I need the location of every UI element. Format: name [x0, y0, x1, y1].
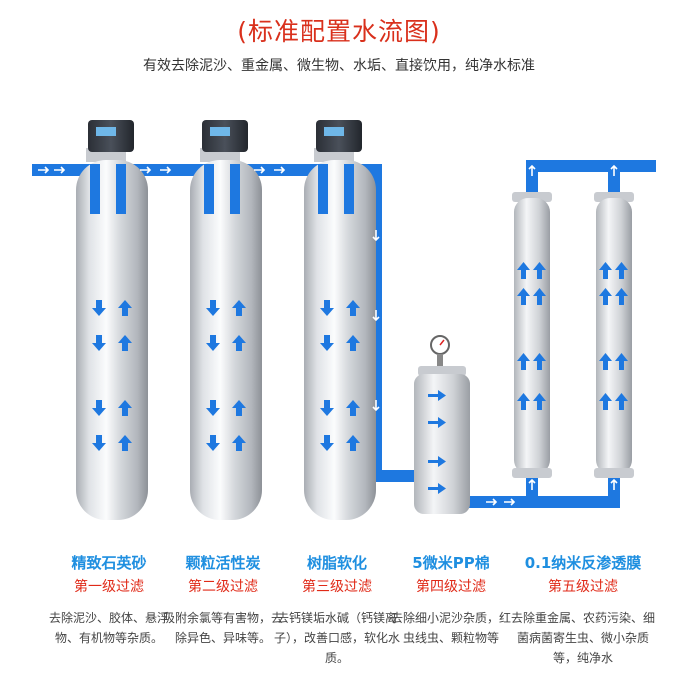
up-arrow-icon	[533, 262, 546, 279]
stage-name: 颗粒活性炭	[185, 554, 261, 572]
down-arrow-icon	[320, 300, 334, 316]
stage-level: 第四级过滤	[416, 579, 486, 595]
tank-2	[190, 120, 262, 520]
ro-membrane-1	[512, 192, 552, 478]
stage-level: 第五级过滤	[548, 579, 618, 595]
tank-1	[76, 120, 148, 520]
down-arrow-icon	[92, 335, 106, 351]
tank-3	[304, 120, 376, 520]
page-subtitle: 有效去除泥沙、重金属、微生物、水垢、直接饮用，纯净水标准	[143, 58, 535, 74]
down-arrow-icon	[206, 335, 220, 351]
down-arrow-icon	[320, 400, 334, 416]
up-arrow-icon	[615, 262, 628, 279]
up-arrow-icon	[517, 262, 530, 279]
stage-description: 吸附余氯等有害物，去除异色、异味等。	[162, 611, 283, 645]
up-arrow-icon	[517, 353, 530, 370]
stage-2: 颗粒活性炭 第二级过滤 吸附余氯等有害物，去除异色、异味等。	[158, 552, 288, 648]
stage-name: 精致石英砂	[71, 554, 147, 572]
right-arrow-icon	[428, 483, 446, 494]
up-arrow-icon	[346, 435, 360, 451]
up-arrow-icon	[599, 353, 612, 370]
up-arrow-icon	[599, 288, 612, 305]
stage-5: 0.1纳米反渗透膜 第五级过滤 去除重金属、农药污染、细菌病菌寄生虫、微小杂质等…	[508, 552, 658, 668]
stage-level: 第二级过滤	[188, 579, 258, 595]
stage-description: 去除泥沙、胶体、悬浮物、有机物等杂质。	[48, 611, 169, 645]
up-arrow-icon	[232, 335, 246, 351]
stage-description: 去钙镁垢水碱（钙镁离子），改善口感，软化水质。	[273, 611, 400, 665]
up-arrow-icon	[533, 393, 546, 410]
down-arrow-icon	[92, 400, 106, 416]
down-arrow-icon	[206, 300, 220, 316]
stage-3: 树脂软化 第三级过滤 去钙镁垢水碱（钙镁离子），改善口感，软化水质。	[272, 552, 402, 668]
up-arrow-icon	[533, 288, 546, 305]
up-arrow-icon	[517, 393, 530, 410]
up-arrow-icon	[517, 288, 530, 305]
flow-arrows	[92, 262, 628, 494]
up-arrow-icon	[615, 393, 628, 410]
up-arrow-icon	[346, 300, 360, 316]
up-arrow-icon	[599, 262, 612, 279]
right-arrow-icon	[428, 417, 446, 428]
down-arrow-icon	[92, 300, 106, 316]
stage-4: 5微米PP棉 第四级过滤 去除细小泥沙杂质，红虫线虫、颗粒物等	[386, 552, 516, 648]
ro-membrane-2	[594, 192, 634, 478]
up-arrow-icon	[118, 335, 132, 351]
up-arrow-icon	[232, 435, 246, 451]
up-arrow-icon	[118, 300, 132, 316]
up-arrow-icon	[232, 300, 246, 316]
right-arrow-icon	[428, 390, 446, 401]
right-arrow-icon	[428, 456, 446, 467]
up-arrow-icon	[615, 353, 628, 370]
stage-level: 第一级过滤	[74, 579, 144, 595]
up-arrow-icon	[346, 400, 360, 416]
up-arrow-icon	[118, 435, 132, 451]
down-arrow-icon	[320, 335, 334, 351]
stage-1: 精致石英砂 第一级过滤 去除泥沙、胶体、悬浮物、有机物等杂质。	[44, 552, 174, 648]
stage-name: 0.1纳米反渗透膜	[524, 554, 642, 572]
down-arrow-icon	[206, 400, 220, 416]
down-arrow-icon	[206, 435, 220, 451]
stage-description: 去除细小泥沙杂质，红虫线虫、颗粒物等	[390, 611, 511, 645]
stage-level: 第三级过滤	[302, 579, 372, 595]
stage-description: 去除重金属、农药污染、细菌病菌寄生虫、微小杂质等，纯净水	[510, 611, 655, 665]
up-arrow-icon	[118, 400, 132, 416]
pp-filter	[414, 335, 470, 514]
up-arrow-icon	[615, 288, 628, 305]
down-arrow-icon	[92, 435, 106, 451]
pipe-flow-markers	[38, 164, 618, 506]
up-arrow-icon	[346, 335, 360, 351]
stage-name: 树脂软化	[306, 554, 367, 572]
up-arrow-icon	[599, 393, 612, 410]
page-title: (标准配置水流图)	[237, 17, 441, 46]
down-arrow-icon	[320, 435, 334, 451]
up-arrow-icon	[533, 353, 546, 370]
stage-name: 5微米PP棉	[412, 554, 490, 572]
up-arrow-icon	[232, 400, 246, 416]
